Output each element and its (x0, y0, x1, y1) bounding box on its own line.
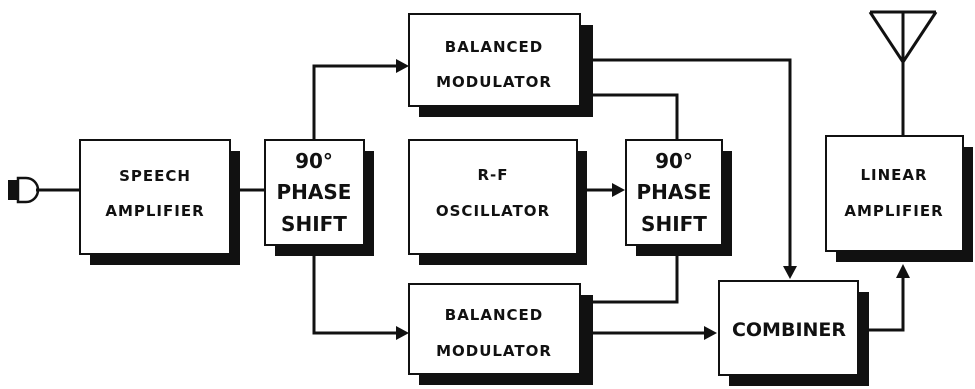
block-label-line: AMPLIFIER (844, 202, 943, 220)
block-label-line: MODULATOR (436, 342, 552, 360)
arrowhead (783, 266, 797, 279)
arrowhead (704, 326, 717, 340)
speech-amplifier-block: SPEECH AMPLIFIER (79, 139, 240, 265)
block-label-line: MODULATOR (436, 73, 552, 91)
block-label-line: SHIFT (281, 212, 347, 236)
wire-phase-shift-to-bottom-modulator-carrier (592, 245, 679, 304)
arrowhead (896, 264, 910, 278)
block-label-line: BALANCED (445, 306, 543, 324)
phase-shift-block-1: 90° PHASE SHIFT (264, 139, 374, 256)
rf-oscillator-block: R-F OSCILLATOR (408, 139, 587, 265)
block-label-line: BALANCED (445, 38, 543, 56)
arrowhead (612, 183, 625, 197)
block-label-line: 90° (295, 149, 333, 173)
arrowhead (396, 59, 409, 73)
wire-combiner-to-linear-amp (858, 278, 905, 332)
antenna-icon (868, 10, 938, 63)
wire-phase-shift-to-bottom-modulator (312, 245, 397, 335)
block-label-line: PHASE (637, 180, 712, 204)
linear-amplifier-block: LINEAR AMPLIFIER (825, 135, 973, 262)
wire-phase-shift-to-top-modulator-carrier (592, 93, 679, 140)
phase-shift-block-2: 90° PHASE SHIFT (625, 139, 732, 256)
balanced-modulator-top-block: BALANCED MODULATOR (408, 13, 593, 117)
microphone-icon (8, 176, 40, 204)
block-label-line: AMPLIFIER (105, 202, 204, 220)
block-label-line: PHASE (277, 180, 352, 204)
block-label-line: LINEAR (860, 166, 927, 184)
arrowhead (396, 326, 409, 340)
block-label-line: 90° (655, 149, 693, 173)
wire-top-modulator-to-combiner (580, 58, 792, 266)
block-label-line: COMBINER (732, 319, 846, 341)
wire-phase-shift-to-top-modulator (312, 64, 397, 140)
block-label-line: SPEECH (119, 167, 191, 185)
block-label-line: OSCILLATOR (436, 202, 550, 220)
block-label-line: SHIFT (641, 212, 707, 236)
block-label-line: R-F (477, 166, 508, 184)
combiner-block: COMBINER (718, 280, 869, 386)
balanced-modulator-bottom-block: BALANCED MODULATOR (408, 283, 593, 385)
